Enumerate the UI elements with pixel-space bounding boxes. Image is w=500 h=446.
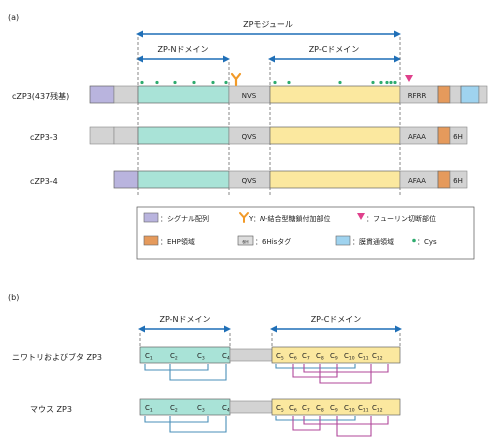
cys-label: C5 xyxy=(276,352,284,362)
panel-a-label: (a) xyxy=(8,13,19,22)
protein-name-czp3-4: cZP3-4 xyxy=(30,177,58,186)
legend-glyco-n: N xyxy=(260,215,266,223)
legend-glyco: -結合型糖鎖付加部位 xyxy=(265,214,331,223)
protein-name-czp3-3: cZP3-3 xyxy=(30,133,58,142)
motif-qvs-3: QVS xyxy=(242,133,257,141)
cys-label: C1 xyxy=(145,404,153,414)
domain-boundary-dashes-b xyxy=(139,333,401,346)
zp-c-arrow xyxy=(268,55,401,63)
legend-ehp: ：EHP領域 xyxy=(160,237,195,246)
zp-c-label: ZP-Cドメイン xyxy=(309,45,360,54)
legend-his: ：6Hisタグ xyxy=(255,237,291,246)
cys-label: C7 xyxy=(302,404,310,414)
furin-cleavage-site-icon xyxy=(405,75,413,82)
cys-label: C8 xyxy=(316,352,324,362)
panel-b-label: (b) xyxy=(8,293,19,302)
cys-label: C11 xyxy=(358,404,369,414)
legend-glyco-y: Y xyxy=(248,215,254,223)
disulfide-bonds-mouse xyxy=(144,416,389,437)
zp-module-label: ZPモジュール xyxy=(243,20,293,29)
cys-label: C10 xyxy=(344,404,355,414)
legend-box: ：シグナル配列 Y ： N -結合型糖鎖付加部位 ：フューリン切断部位 ：EHP… xyxy=(136,206,475,260)
cys-label: C3 xyxy=(197,404,205,414)
protein-bar-czp3-4 xyxy=(113,170,468,189)
cys-dots-czp3 xyxy=(140,80,397,85)
cys-label: C4 xyxy=(222,352,230,362)
legend-signal: ：シグナル配列 xyxy=(160,214,209,223)
cys-label: C9 xyxy=(330,352,338,362)
row-name-mouse: マウス ZP3 xyxy=(30,405,72,414)
his-tag-4: 6H xyxy=(453,177,463,185)
motif-nvs: NVS xyxy=(242,92,257,100)
cys-label: C8 xyxy=(316,404,324,414)
cys-label: C9 xyxy=(330,404,338,414)
cys-label: C6 xyxy=(289,404,297,414)
domain-bar-chicken-pig xyxy=(139,346,401,364)
legend-furin: ：フューリン切断部位 xyxy=(366,214,436,223)
cys-label: C12 xyxy=(372,352,383,362)
legend-his-box: 6H xyxy=(242,240,248,246)
motif-afaa-4: AFAA xyxy=(408,177,426,185)
motif-afaa-3: AFAA xyxy=(408,133,426,141)
svg-text:：: ： xyxy=(253,215,260,223)
motif-qvs-4: QVS xyxy=(242,177,257,185)
his-tag-3: 6H xyxy=(453,133,463,141)
cys-label: C4 xyxy=(222,404,230,414)
cys-label: C5 xyxy=(276,404,284,414)
cys-label: C3 xyxy=(197,352,205,362)
cys-label: C2 xyxy=(170,352,178,362)
zp-n-arrow-b xyxy=(138,325,231,333)
cys-label: C12 xyxy=(372,404,383,414)
cys-label: C1 xyxy=(145,352,153,362)
row-name-chicken-pig: ニワトリおよびブタ ZP3 xyxy=(12,352,102,362)
cys-label: C10 xyxy=(344,352,355,362)
zp-c-arrow-b xyxy=(270,325,402,333)
zp-c-label-b: ZP-Cドメイン xyxy=(311,315,362,324)
cys-label: C2 xyxy=(170,404,178,414)
zp-n-label: ZP-Nドメイン xyxy=(158,45,209,54)
cys-label: C7 xyxy=(302,352,310,362)
disulfide-bonds-chicken-pig xyxy=(144,364,389,384)
legend-cys: ：Cys xyxy=(417,238,437,246)
legend-tm: ：膜貫通領域 xyxy=(352,237,394,246)
protein-name-czp3: cZP3(437残基) xyxy=(12,91,69,101)
motif-rfrr: RFRR xyxy=(408,92,427,100)
zp-n-arrow xyxy=(136,55,230,63)
zp-n-label-b: ZP-Nドメイン xyxy=(160,315,211,324)
domain-bar-mouse xyxy=(139,398,401,416)
cys-label: C11 xyxy=(358,352,369,362)
zp-module-arrow xyxy=(136,30,401,38)
protein-bar-czp3 xyxy=(89,85,488,104)
protein-bar-czp3-3 xyxy=(89,126,468,145)
cys-label: C6 xyxy=(289,352,297,362)
glycosylation-site-icon xyxy=(230,72,242,87)
